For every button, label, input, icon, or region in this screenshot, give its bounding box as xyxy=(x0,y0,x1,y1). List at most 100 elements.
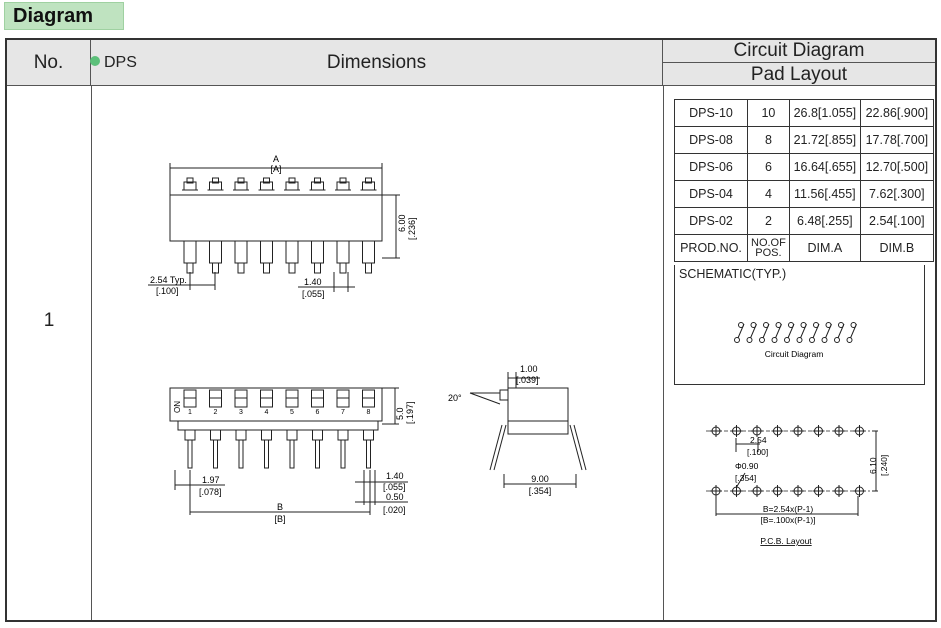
pin-number: 1 xyxy=(188,409,192,416)
pin xyxy=(285,240,299,264)
pin xyxy=(183,240,197,264)
table-cell-dim-a: 6.48[.255] xyxy=(788,207,861,235)
series-label: DPS xyxy=(90,54,137,72)
front-pin xyxy=(286,429,298,441)
pcb-b-formula-inch: [B=.100x(P-1)] xyxy=(760,515,815,525)
top-height-inch: [.236] xyxy=(407,217,417,240)
side-top-label: 1.00 xyxy=(520,364,538,374)
pin-number: 6 xyxy=(316,409,320,416)
top-pin-width-label: 1.40 xyxy=(304,277,322,287)
pin-number: 7 xyxy=(341,409,345,416)
table-cell-pos: 2 xyxy=(747,207,790,235)
front-pin xyxy=(210,429,221,441)
column-divider xyxy=(663,86,664,620)
table-cell-pos: 8 xyxy=(747,126,790,154)
table-cell-model: DPS-06 xyxy=(674,153,748,181)
pin xyxy=(362,240,375,264)
series-name: DPS xyxy=(104,54,137,71)
table-cell-pos: 4 xyxy=(747,180,790,208)
table-cell-dim-a: 16.64[.655] xyxy=(788,153,861,181)
header-dimensions: Dimensions xyxy=(91,40,663,86)
top-pin-width-inch: [.055] xyxy=(302,289,325,299)
table-cell-dim-a: 21.72[.855] xyxy=(788,126,861,154)
pcb-pitch-label: 2.54 xyxy=(750,435,767,445)
table-cell-model: DPS-08 xyxy=(674,126,748,154)
front-pin-width-label: 1.40 xyxy=(386,471,404,481)
schematic-box: SCHEMATIC(TYP.) xyxy=(674,265,925,385)
on-label: ON xyxy=(173,401,182,413)
angle-label: 20° xyxy=(448,393,462,403)
pcb-b-formula: B=2.54x(P-1) xyxy=(763,504,813,514)
schematic-title: SCHEMATIC(TYP.) xyxy=(679,267,787,281)
front-pin xyxy=(235,429,247,441)
pcb-row-gap-label: 6.10 xyxy=(868,457,878,474)
front-pin-width-inch: [.055] xyxy=(383,482,406,492)
pin xyxy=(234,240,248,264)
schematic-caption: Circuit Diagram xyxy=(765,349,824,359)
table-cell-dim-b: 17.78[.700] xyxy=(859,126,934,154)
row-number: 1 xyxy=(43,310,55,331)
edge-label: 1.97 xyxy=(202,475,220,485)
header-pad-layout: Pad Layout xyxy=(750,64,848,85)
pcb-row-gap-inch: [.240] xyxy=(879,455,889,476)
table-cell-model: DPS-10 xyxy=(674,99,748,127)
pcb-hole-inch: [.354] xyxy=(735,473,756,483)
edge-inch: [.078] xyxy=(199,487,222,497)
pin-thickness-label: 0.50 xyxy=(386,492,404,502)
front-height-label: 5.0 xyxy=(395,407,405,420)
front-pin xyxy=(337,429,349,441)
side-width-label: 9.00 xyxy=(531,474,549,484)
pin xyxy=(260,240,273,264)
top-height-label: 6.00 xyxy=(397,214,407,232)
side-view xyxy=(469,372,587,488)
pin xyxy=(209,240,222,264)
table-cell-pos: 10 xyxy=(747,99,790,127)
table-head-model: PROD.NO. xyxy=(674,234,748,262)
table-cell-dim-b: 7.62[.300] xyxy=(859,180,934,208)
front-view-body xyxy=(169,387,383,422)
table-cell-model: DPS-02 xyxy=(674,207,748,235)
pitch-inch: [.100] xyxy=(156,286,179,296)
front-pin xyxy=(312,429,323,441)
dim-a-label: A xyxy=(273,154,279,164)
pin xyxy=(336,240,350,264)
dim-a-inch: [A] xyxy=(270,164,281,174)
table-cell-pos: 6 xyxy=(747,153,790,181)
top-view-body xyxy=(169,194,383,242)
header-circuit-pad: Circuit Diagram Pad Layout xyxy=(663,40,935,86)
section-title: Diagram xyxy=(4,2,124,30)
header-circuit-diagram: Circuit Diagram xyxy=(663,40,935,63)
side-top-inch: [.039] xyxy=(516,375,539,385)
pcb-hole-label: Φ0.90 xyxy=(735,461,759,471)
table-cell-dim-b: 22.86[.900] xyxy=(859,99,934,127)
pin xyxy=(311,240,324,264)
column-divider xyxy=(91,86,92,620)
front-pin xyxy=(363,429,374,441)
header-no: No. xyxy=(7,40,91,86)
pin-number: 2 xyxy=(214,409,218,416)
pin-number: 3 xyxy=(239,409,243,416)
bullet-dot-icon xyxy=(90,56,100,66)
pcb-pitch-inch: [.100] xyxy=(747,447,768,457)
table-head-dim-a: DIM.A xyxy=(788,234,861,262)
side-width-inch: [.354] xyxy=(529,486,552,496)
table-cell-dim-a: 26.8[1.055] xyxy=(788,99,861,127)
table-head-dim-b: DIM.B xyxy=(859,234,934,262)
spec-table-frame: No. Dimensions Circuit Diagram Pad Layou… xyxy=(5,38,937,622)
pin-number: 8 xyxy=(367,409,371,416)
front-pin xyxy=(184,429,196,441)
pcb-caption: P.C.B. Layout xyxy=(760,536,812,546)
pitch-label: 2.54 Typ. xyxy=(150,275,187,285)
front-height-inch: [.197] xyxy=(405,401,415,424)
pin-number: 5 xyxy=(290,409,294,416)
table-cell-dim-a: 11.56[.455] xyxy=(788,180,861,208)
dim-b-label: B xyxy=(277,502,283,512)
